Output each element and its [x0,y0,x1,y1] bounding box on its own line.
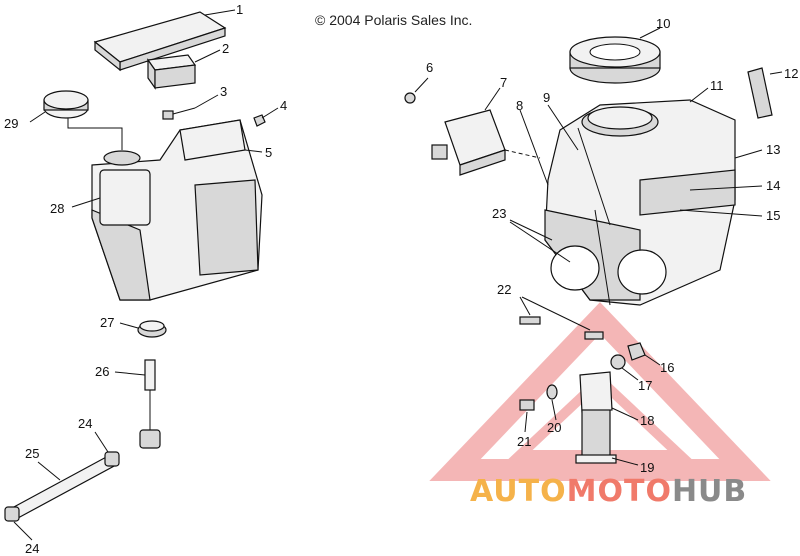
callout-labels: 1 2 3 4 5 6 7 8 9 10 11 12 13 14 15 16 1… [4,2,798,556]
part-module [431,109,506,176]
part-clip [747,67,773,119]
callout-11: 11 [710,78,724,93]
part-sensor [139,359,161,449]
part-cap [43,90,89,119]
callout-21: 21 [517,434,531,449]
callout-13: 13 [766,142,780,157]
callout-16: 16 [660,360,674,375]
callout-12: 12 [784,66,798,81]
callout-27: 27 [100,315,114,330]
part-grommet [137,320,167,338]
copyright-text: © 2004 Polaris Sales Inc. [315,12,473,28]
callout-24a: 24 [78,416,92,431]
callout-7: 7 [500,75,507,90]
callout-23: 23 [492,206,506,221]
callout-5: 5 [265,145,272,160]
callout-9: 9 [543,90,550,105]
part-cover [93,11,227,72]
part-block [146,54,197,90]
callout-6: 6 [426,60,433,75]
part-hose [4,451,120,522]
part-washer-20 [546,384,558,400]
part-ring [569,36,661,84]
callout-25: 25 [25,446,39,461]
callout-14: 14 [766,178,780,193]
part-airbox [544,99,736,306]
callout-1: 1 [236,2,243,17]
callout-3: 3 [220,84,227,99]
part-bolt-6 [404,92,416,104]
watermark-hub: HUB [671,474,748,509]
watermark-auto: AUTO [470,474,567,509]
callout-20: 20 [547,420,561,435]
part-oil-tank [91,119,263,301]
watermark-text: AUTOMOTOHUB [470,474,747,509]
callout-15: 15 [766,208,780,223]
part-bracket [575,371,617,464]
callout-4: 4 [280,98,287,113]
callout-2: 2 [222,41,229,56]
callout-8: 8 [516,98,523,113]
part-bolt-21 [519,399,535,411]
part-bolts-22 [519,316,604,340]
callout-17: 17 [638,378,652,393]
callout-26: 26 [95,364,109,379]
callout-24b: 24 [25,541,39,556]
callout-22: 22 [497,282,511,297]
callout-18: 18 [640,413,654,428]
part-bolt-3 [162,107,196,120]
callout-10: 10 [656,16,670,31]
callout-19: 19 [640,460,654,475]
callout-28: 28 [50,201,64,216]
part-washer-17 [610,354,626,370]
callout-29: 29 [4,116,18,131]
watermark-moto: MOTO [566,474,672,509]
